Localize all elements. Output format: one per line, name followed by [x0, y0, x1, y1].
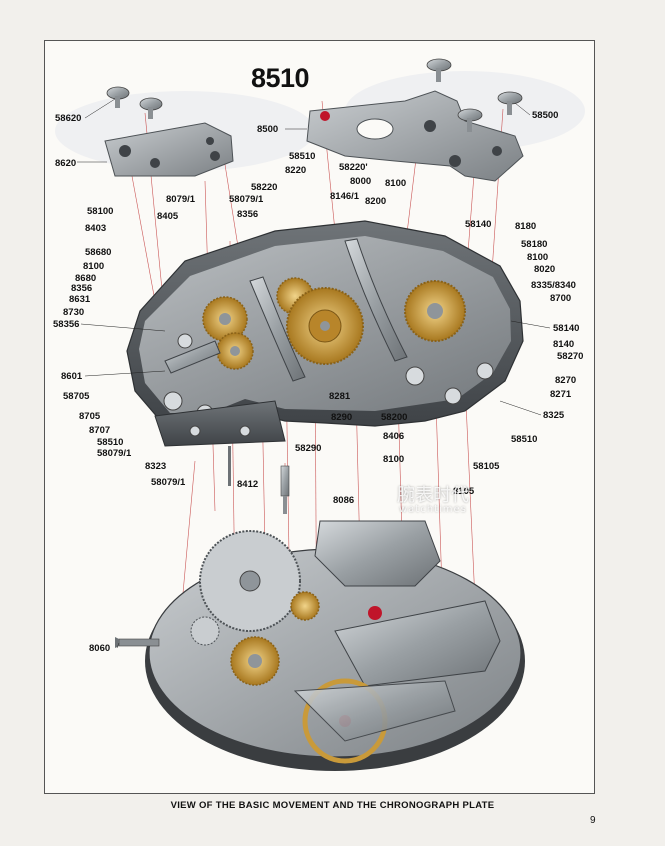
label-58079-1: 58079/1 — [97, 448, 132, 459]
figure-caption: VIEW OF THE BASIC MOVEMENT AND THE CHRON… — [170, 800, 495, 811]
label-8730: 8730 — [63, 307, 84, 318]
bridge-8620 — [104, 122, 234, 177]
label-58620: 58620 — [55, 113, 81, 124]
label-8412: 8412 — [237, 479, 258, 490]
label-8620: 8620 — [55, 158, 76, 169]
screw-58620 — [106, 86, 163, 119]
label-8601: 8601 — [61, 371, 83, 382]
label-8100: 8100 — [383, 454, 404, 465]
label-8403: 8403 — [85, 223, 106, 234]
watermark-cjk: 腕表时代 — [397, 485, 469, 506]
label-58270: 58270 — [557, 351, 583, 362]
label-8405: 8405 — [157, 211, 179, 222]
label-ticks — [77, 98, 551, 649]
label-58220: 58220 — [251, 182, 277, 193]
label-58510: 58510 — [97, 437, 123, 448]
label-8146: 8146/1 — [330, 191, 360, 202]
label-8500: 8500 — [257, 124, 278, 135]
label-58100: 58100 — [87, 206, 113, 217]
pusher-8086 — [280, 465, 290, 514]
label-8271: 8271 — [550, 389, 572, 400]
page-title: 8510 — [251, 63, 310, 93]
label-58705: 58705 — [63, 391, 90, 402]
label-8705: 8705 — [79, 411, 101, 422]
label-8406: 8406 — [383, 431, 404, 442]
label-58510: 58510 — [511, 434, 537, 445]
label-8356: 8356 — [237, 209, 258, 220]
page-number: 9 — [590, 815, 596, 826]
label-8140: 8140 — [553, 339, 574, 350]
label-8100: 8100 — [385, 178, 406, 189]
label-8020: 8020 — [534, 264, 555, 275]
label-58105: 58105 — [473, 461, 500, 472]
label-8281: 8281 — [329, 391, 351, 402]
label-58356: 58356 — [53, 319, 79, 330]
label-58290: 58290 — [295, 443, 321, 454]
label-8325: 8325 — [543, 410, 565, 421]
label-58220: 58220' — [339, 162, 368, 173]
label-8680: 8680 — [75, 273, 96, 284]
label-58140: 58140 — [553, 323, 579, 334]
watermark-latin: watchtimes — [399, 504, 467, 515]
label-8290: 8290 — [331, 412, 352, 423]
part-labels: 58620 8620 8500 58500 58510 8220 58220' … — [53, 110, 583, 654]
label-8079-1: 8079/1 — [166, 194, 196, 205]
label-58079-1: 58079/1 — [229, 194, 264, 205]
diagram-frame: 8510 — [44, 40, 595, 794]
label-8086: 8086 — [333, 495, 354, 506]
chronograph-plate — [126, 220, 524, 447]
label-58180: 58180 — [521, 239, 547, 250]
bridge-8500 — [306, 90, 524, 182]
label-58500: 58500 — [532, 110, 558, 121]
label-8180: 8180 — [515, 221, 536, 232]
label-58079-1: 58079/1 — [151, 477, 186, 488]
label-8323: 8323 — [145, 461, 166, 472]
label-8060: 8060 — [89, 643, 110, 654]
label-8335-8340: 8335/8340 — [531, 280, 576, 291]
label-8220: 8220 — [285, 165, 306, 176]
label-58200: 58200 — [381, 412, 407, 423]
label-58680: 58680 — [85, 247, 111, 258]
label-8105: 8105 — [453, 486, 475, 497]
label-8000: 8000 — [350, 176, 371, 187]
label-8270: 8270 — [555, 375, 576, 386]
label-8200: 8200 — [365, 196, 386, 207]
label-8707: 8707 — [89, 425, 110, 436]
label-58140: 58140 — [465, 219, 491, 230]
screw-58500 — [426, 58, 523, 132]
base-movement — [115, 520, 525, 771]
label-58510: 58510 — [289, 151, 315, 162]
pin-8412 — [228, 446, 231, 486]
exploded-movement-drawing: 58620 8620 8500 58500 58510 8220 58220' … — [53, 58, 585, 771]
label-8700: 8700 — [550, 293, 571, 304]
label-8100: 8100 — [527, 252, 548, 263]
label-8100: 8100 — [83, 261, 104, 272]
label-8631: 8631 — [69, 294, 91, 305]
label-8356: 8356 — [71, 283, 92, 294]
